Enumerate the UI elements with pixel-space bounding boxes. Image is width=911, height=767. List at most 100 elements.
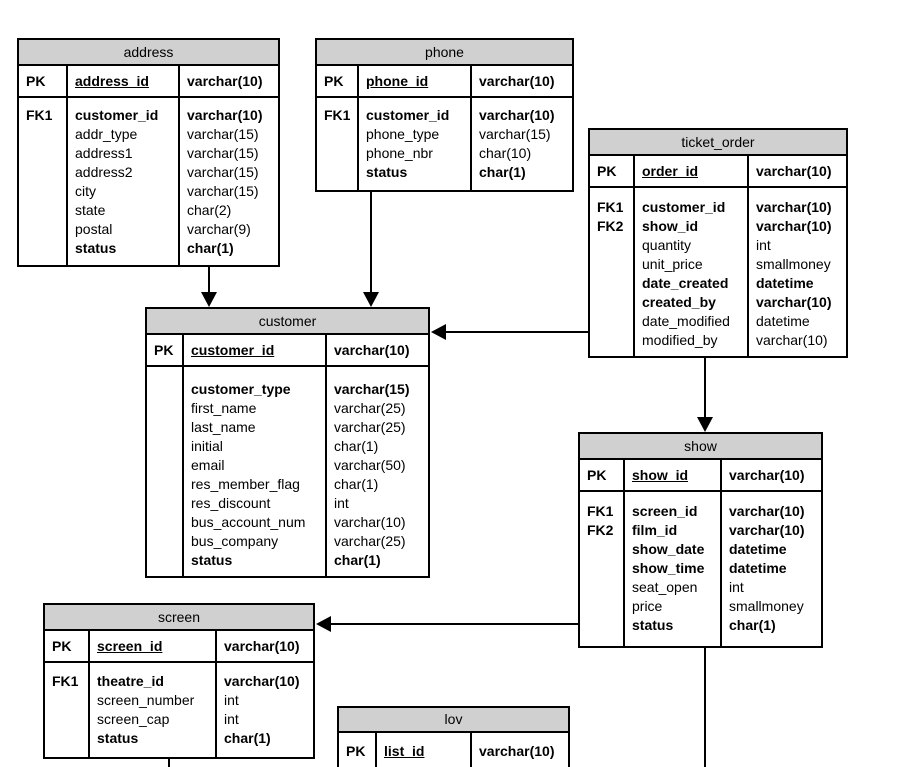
field-type: varchar(15) — [187, 126, 259, 142]
field-name: postal — [75, 221, 113, 237]
field-name: date_modified — [642, 313, 730, 329]
field-type: varchar(25) — [334, 419, 406, 435]
field-type: smallmoney — [756, 256, 831, 272]
field-type: char(1) — [334, 476, 379, 492]
pk-field-cell: screen_id — [90, 631, 217, 661]
field-type: varchar(10) — [187, 107, 263, 123]
pk-field: phone_id — [366, 73, 429, 89]
field-name: address2 — [75, 164, 133, 180]
pk-field: address_id — [75, 73, 149, 89]
pk-type: varchar(10) — [187, 73, 263, 89]
field-type: char(1) — [479, 164, 526, 180]
field-type: varchar(15) — [479, 126, 551, 142]
field-name: customer_id — [642, 199, 726, 215]
connector-show-screen-line — [329, 623, 578, 625]
fk-tag: FK1 — [52, 673, 79, 689]
fk-tag: FK1 — [597, 199, 624, 215]
pk-label: PK — [147, 335, 184, 365]
field-type: varchar(15) — [334, 381, 410, 397]
field-name: modified_by — [642, 332, 718, 348]
field-type: varchar(15) — [187, 164, 259, 180]
fk-tag-column: FK1 — [19, 98, 68, 265]
pk-field-cell: list_id — [377, 733, 472, 767]
field-type: int — [224, 711, 239, 727]
connector-ticket_order-show-line — [704, 358, 706, 420]
field-type: int — [729, 579, 744, 595]
table-title-customer: customer — [147, 309, 428, 335]
connector-address-customer-arrowhead-icon — [201, 292, 217, 307]
field-name: state — [75, 202, 106, 218]
field-type: varchar(10) — [756, 332, 828, 348]
field-name: status — [366, 164, 408, 180]
field-type: varchar(10) — [334, 514, 406, 530]
pk-field: list_id — [384, 743, 425, 759]
field-name: customer_id — [75, 107, 159, 123]
table-title-phone: phone — [317, 40, 572, 66]
field-type: char(1) — [334, 552, 381, 568]
field-name: date_created — [642, 275, 729, 291]
field-name: screen_id — [632, 503, 698, 519]
fk-tag: FK2 — [597, 218, 624, 234]
field-name: initial — [191, 438, 223, 454]
field-name: created_by — [642, 294, 716, 310]
field-name: status — [97, 730, 139, 746]
table-title-address: address — [19, 40, 278, 66]
field-name: show_date — [632, 541, 705, 557]
field-type: varchar(25) — [334, 400, 406, 416]
field-name: show_time — [632, 560, 705, 576]
field-type: varchar(10) — [756, 294, 832, 310]
field-name: email — [191, 457, 225, 473]
pk-field-cell: address_id — [68, 66, 180, 96]
field-name: screen_cap — [97, 711, 170, 727]
field-name: bus_account_num — [191, 514, 306, 530]
pk-field-cell: customer_id — [184, 335, 327, 365]
connector-ticket_order-customer-line — [444, 331, 588, 333]
field-name: last_name — [191, 419, 256, 435]
pk-field: screen_id — [97, 638, 163, 654]
pk-label: PK — [580, 460, 625, 490]
field-type: varchar(50) — [334, 457, 406, 473]
field-type: varchar(10) — [224, 673, 300, 689]
field-type: varchar(10) — [729, 503, 805, 519]
field-name: show_id — [642, 218, 699, 234]
field-name: film_id — [632, 522, 678, 538]
field-name: customer_type — [191, 381, 291, 397]
field-name: res_member_flag — [191, 476, 300, 492]
table-title-show: show — [580, 434, 821, 460]
fk-tag-column: FK1 — [317, 98, 359, 190]
connector-address-customer-line — [208, 267, 210, 294]
field-type: int — [334, 495, 349, 511]
field-type: varchar(15) — [187, 145, 259, 161]
connector-ticket_order-show-arrowhead-icon — [697, 417, 713, 432]
field-type: smallmoney — [729, 598, 804, 614]
pk-type: varchar(10) — [729, 467, 805, 483]
pk-label: PK — [339, 733, 377, 767]
field-type-column: varchar(15) varchar(25) varchar(25) char(1)… — [327, 367, 428, 576]
field-type: datetime — [756, 275, 814, 291]
pk-type: varchar(10) — [479, 73, 555, 89]
field-type: varchar(25) — [334, 533, 406, 549]
field-name: screen_number — [97, 692, 195, 708]
field-name: first_name — [191, 400, 257, 416]
table-title-lov: lov — [339, 708, 568, 733]
field-name: res_discount — [191, 495, 271, 511]
field-name: status — [75, 240, 117, 256]
field-type: char(1) — [334, 438, 379, 454]
